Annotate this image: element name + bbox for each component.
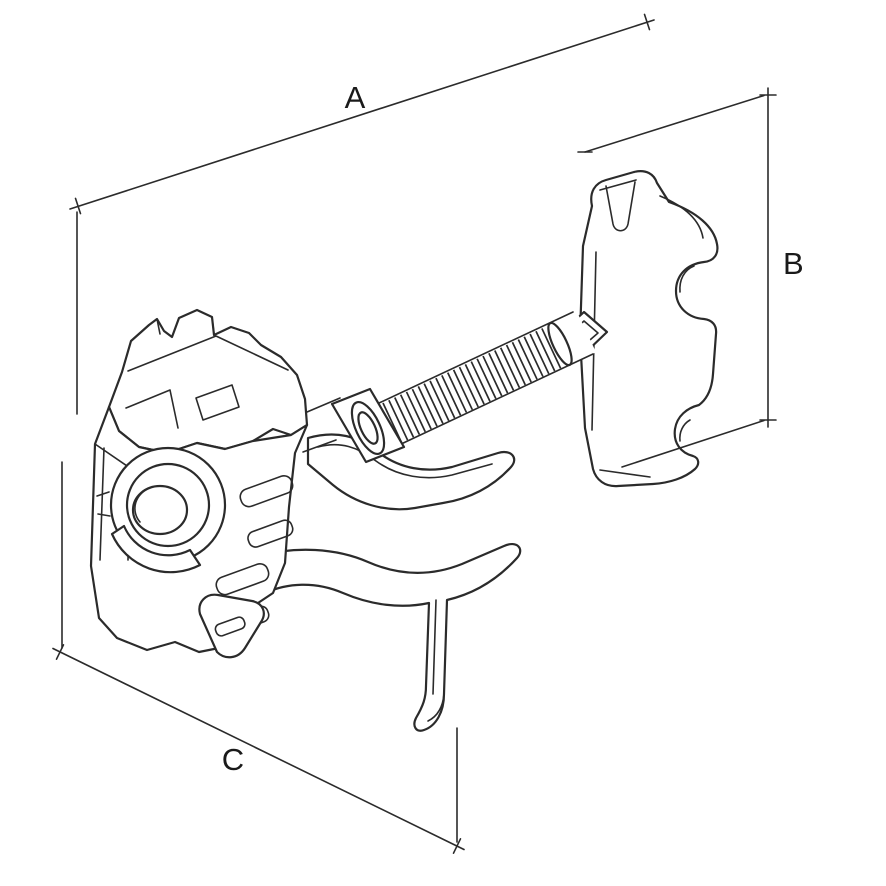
- slot-3: [215, 562, 270, 596]
- ring-notch-top: [96, 491, 110, 497]
- saddle-flange: [306, 433, 516, 511]
- dimension-b: B: [577, 87, 804, 468]
- lower-arm-inner-edge: [432, 599, 437, 695]
- lower-arm-outline: [256, 542, 522, 732]
- slot-1: [239, 474, 294, 508]
- crown-window: [195, 384, 240, 421]
- right-block-outline: [578, 170, 719, 488]
- saddle-inner-curve: [317, 443, 493, 479]
- right-block-notch-arc-bottom: [679, 419, 691, 442]
- crown-notch-line-left: [156, 318, 161, 335]
- left-bracket: [89, 308, 522, 732]
- crown-lower-facet: [125, 389, 179, 429]
- ring-bore: [131, 484, 189, 536]
- ring-bore-arc: [134, 487, 151, 523]
- lower-bracket-arm: [256, 542, 522, 732]
- dimension-c-label: C: [222, 742, 244, 777]
- tab-outline: [198, 593, 265, 659]
- tab-slot: [214, 616, 246, 637]
- lower-arm-curl-inner: [427, 693, 445, 722]
- dimension-c-tick-right: [452, 837, 462, 855]
- boss-link-bottom: [302, 439, 337, 453]
- crown-notch-line-right: [211, 316, 215, 335]
- dimension-b-extension-bottom: [621, 419, 765, 468]
- boss-cap-inner: [357, 411, 379, 445]
- crown-facet-line: [127, 335, 289, 372]
- bottom-tab: [198, 593, 265, 659]
- saddle-outline: [306, 433, 516, 511]
- screw-boss: [302, 387, 406, 464]
- clamp-ring: [96, 446, 227, 574]
- rod-collar-ring: [547, 321, 573, 367]
- rod-top-edge: [361, 311, 574, 412]
- threaded-rod: [357, 309, 597, 456]
- dimension-a-label: A: [345, 80, 366, 115]
- clamp-crown: [107, 308, 309, 455]
- dimension-c-line: [52, 647, 465, 851]
- ring-jaw-hook: [110, 524, 202, 574]
- dimension-a-tick-left: [74, 197, 82, 215]
- right-block-notch-arc-top: [679, 265, 695, 293]
- dimension-a-tick-right: [643, 13, 651, 31]
- boss-link-top: [306, 397, 341, 413]
- crown-outline: [107, 308, 309, 455]
- dimension-c: C: [52, 461, 465, 855]
- slot-2: [247, 519, 294, 548]
- dimension-a-line: [69, 19, 655, 210]
- plate-left-inner-edge: [99, 447, 105, 561]
- dimension-a: A: [69, 13, 655, 415]
- ring-notch-bottom: [97, 513, 111, 517]
- right-block-bottom-line: [599, 469, 651, 478]
- dimension-b-extension-top: [584, 94, 765, 153]
- right-block-top-slot: [605, 181, 636, 232]
- dimension-b-label: B: [783, 246, 804, 281]
- right-block-right-contour: [659, 195, 704, 239]
- rod-bottom-edge: [381, 353, 594, 454]
